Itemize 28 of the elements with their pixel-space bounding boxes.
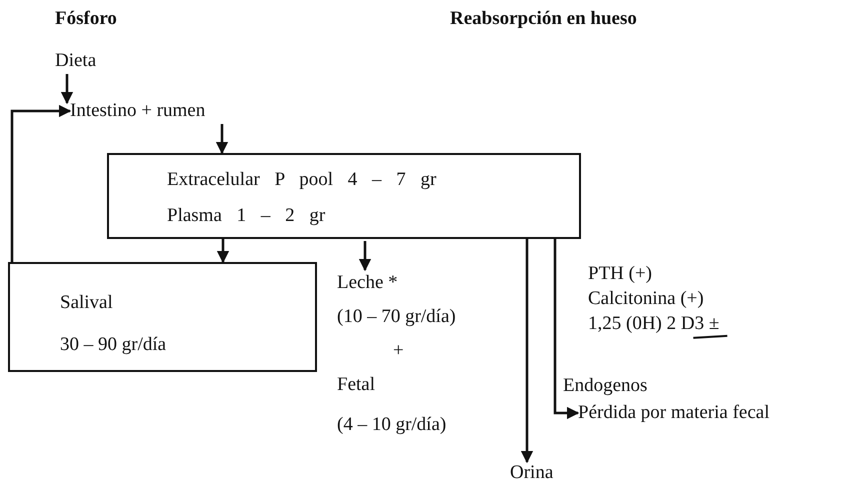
node-text: Leche * — [337, 272, 398, 294]
node-text: Fetal — [337, 374, 375, 396]
arrow — [216, 239, 230, 264]
box-text: Extracelular P pool 4 – 7 gr — [167, 169, 436, 191]
arrow — [10, 104, 72, 262]
node-text: Dieta — [55, 50, 96, 72]
arrow — [216, 124, 228, 154]
arrow — [358, 241, 372, 272]
note-text: PTH (+) — [588, 263, 652, 285]
process-box — [107, 153, 581, 239]
node-text: Orina — [510, 462, 554, 484]
node-text: + — [393, 340, 404, 362]
box-text: 30 – 90 gr/día — [60, 334, 166, 356]
edge-label: Endogenos — [563, 375, 648, 397]
note-text: Calcitonina (+) — [588, 288, 704, 310]
box-text: Plasma 1 – 2 gr — [167, 205, 326, 227]
node-text: Intestino + rumen — [70, 100, 206, 122]
arrow — [554, 239, 580, 420]
heading: Reabsorpción en hueso — [450, 8, 637, 30]
heading: Fósforo — [55, 8, 117, 30]
arrow — [60, 74, 74, 104]
box-text: Salival — [60, 292, 113, 314]
node-text: (4 – 10 gr/día) — [337, 414, 446, 436]
note-text: 1,25 (0H) 2 D3 ± — [588, 313, 720, 335]
node-text: Pérdida por materia fecal — [578, 402, 770, 424]
node-text: (10 – 70 gr/día) — [337, 306, 456, 328]
arrow — [520, 239, 534, 464]
process-box — [8, 262, 317, 372]
